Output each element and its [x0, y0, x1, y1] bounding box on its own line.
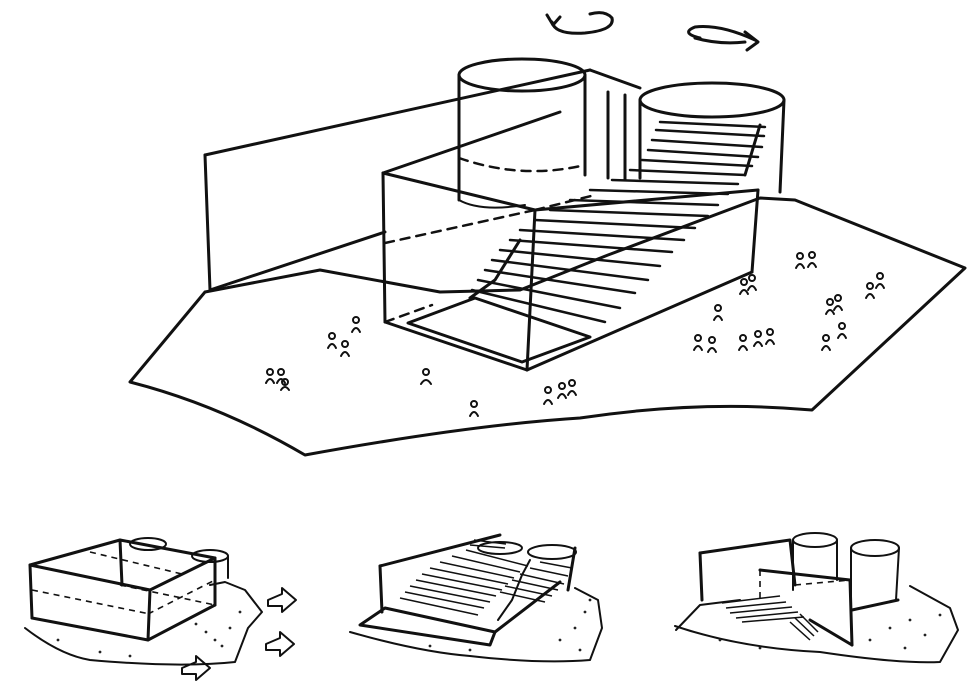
people-cluster-8	[738, 328, 775, 351]
variant-1-arrow-2	[265, 631, 295, 657]
variant-3-ground	[674, 585, 959, 664]
cylinder-right	[606, 81, 786, 194]
rotation-arrow-left	[545, 11, 614, 35]
variant-3	[674, 532, 959, 664]
people-cluster-1	[265, 368, 290, 391]
variant-1-specks	[56, 610, 242, 658]
glass-box	[381, 110, 760, 372]
people-groups	[265, 251, 885, 417]
cylinder-left	[457, 57, 587, 209]
people-cluster-7	[739, 274, 757, 295]
variant-1	[24, 537, 297, 681]
people-cluster-6	[693, 304, 723, 353]
stair-ramp	[406, 120, 767, 364]
variant-2-ground	[349, 587, 603, 663]
people-cluster-5	[543, 379, 577, 405]
variant-3-hatching	[721, 595, 819, 641]
people-cluster-2	[327, 316, 361, 357]
people-cluster-9	[795, 251, 817, 269]
rotation-arrow-right	[687, 25, 760, 52]
people-cluster-4	[469, 400, 479, 417]
back-wall	[203, 68, 642, 292]
variant-1-ground	[24, 581, 263, 666]
variant-1-arrow-1	[267, 587, 297, 613]
people-cluster-11	[865, 272, 885, 299]
ground-plane	[128, 196, 967, 457]
variant-2-hatching	[399, 539, 573, 616]
variant-1-arrow-3	[181, 655, 211, 681]
variant-2-specks	[428, 598, 592, 652]
people-cluster-10	[821, 294, 847, 351]
variant-3-specks	[718, 613, 942, 650]
main-view	[128, 11, 967, 457]
variant-2	[349, 533, 603, 663]
people-cluster-3	[420, 368, 432, 385]
